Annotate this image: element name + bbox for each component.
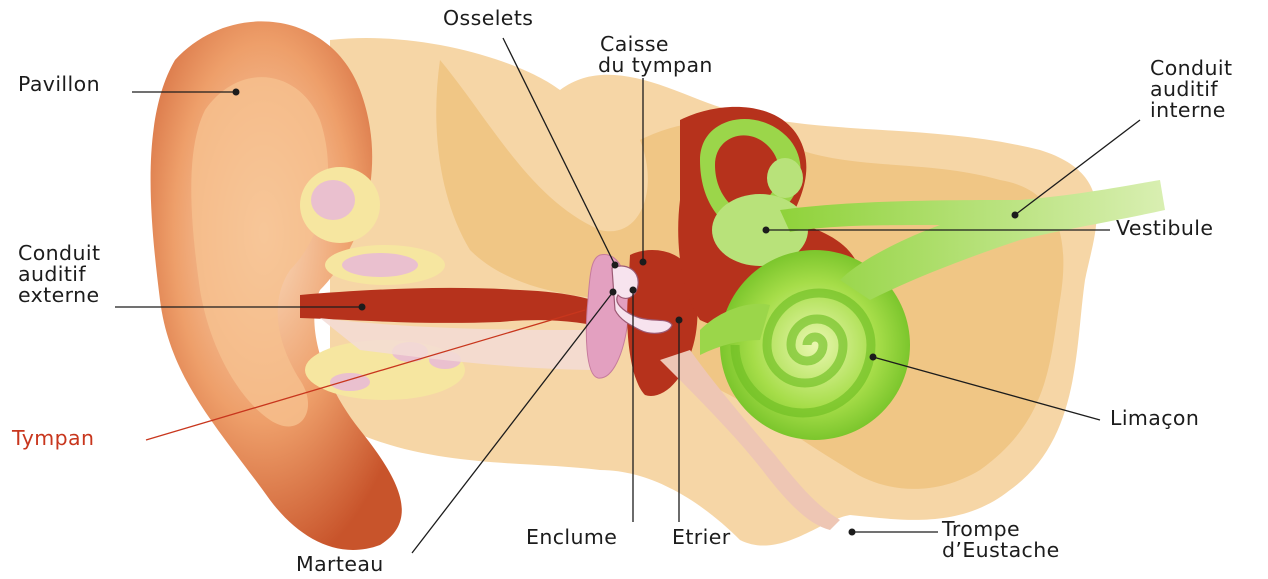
label-line: Conduit [18,243,100,264]
label-line: Trompe [942,519,1060,540]
label-trompe-d-eustache: Trompe d’Eustache [942,519,1060,561]
leader-dot [676,317,683,324]
cartilage-spot [342,253,418,277]
label-line: externe [18,285,100,306]
leader-dot [1012,212,1019,219]
label-vestibule: Vestibule [1116,218,1213,239]
label-conduit-auditif-externe: Conduit auditif externe [18,243,100,306]
label-line: auditif [1150,79,1232,100]
label-line: interne [1150,100,1232,121]
label-line: auditif [18,264,100,285]
label-marteau: Marteau [296,554,384,575]
leader-dot [849,529,856,536]
leader-dot [763,227,770,234]
label-enclume: Enclume [526,527,617,548]
label-line: d’Eustache [942,540,1060,561]
label-line: du tympan [598,55,713,76]
leader-dot [233,89,240,96]
ampulla [767,158,803,198]
leader-dot [630,287,637,294]
leader-dot [612,262,619,269]
leader-dot [610,289,617,296]
label-pavillon: Pavillon [18,74,100,95]
label-osselets: Osselets [443,8,533,29]
label-conduit-auditif-interne: Conduit auditif interne [1150,58,1232,121]
leader-dot [359,304,366,311]
leader-dot [870,354,877,361]
leader-dot [640,259,647,266]
label-etrier: Etrier [672,527,731,548]
label-tympan: Tympan [12,428,94,449]
label-line: Conduit [1150,58,1232,79]
label-line: Caisse [598,34,713,55]
label-caisse-du-tympan: Caisse du tympan [598,34,713,76]
label-limacon: Limaçon [1110,408,1199,429]
cartilage-spot [311,180,355,220]
